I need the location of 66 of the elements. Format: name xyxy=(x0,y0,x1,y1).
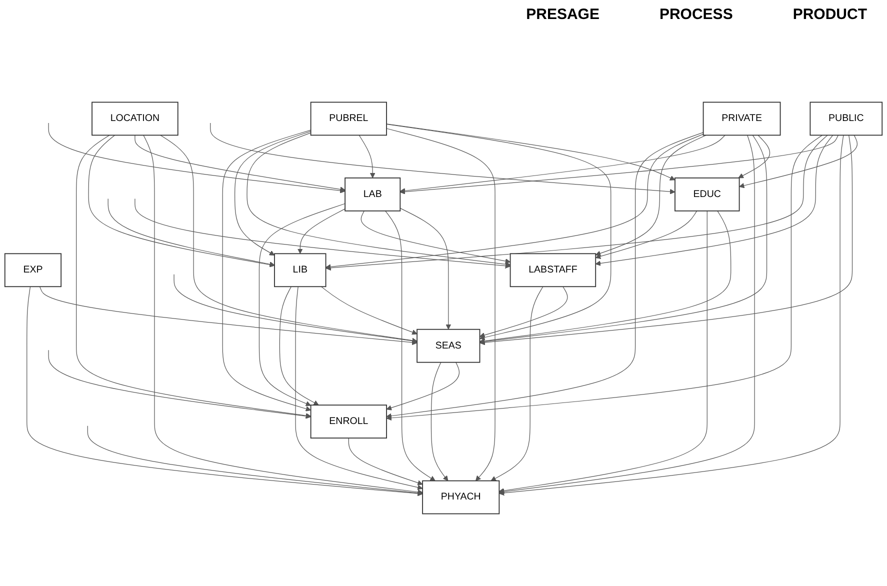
arrow xyxy=(320,286,418,335)
arrow xyxy=(360,210,511,264)
arrow xyxy=(326,134,828,271)
arrow xyxy=(400,134,838,194)
arrow xyxy=(210,122,676,194)
arrow xyxy=(246,132,511,267)
arrow xyxy=(48,122,346,194)
node-box: LABSTAFF xyxy=(510,253,596,288)
stage-heading: PRODUCT xyxy=(792,6,867,23)
arrow xyxy=(430,362,448,482)
arrow xyxy=(297,208,346,254)
node-box: LOCATION xyxy=(92,102,178,136)
arrow xyxy=(595,134,834,266)
arrow xyxy=(326,134,704,270)
node-box: LIB xyxy=(274,253,326,288)
arrow xyxy=(39,286,418,346)
arrow xyxy=(134,134,346,192)
arrow xyxy=(258,203,346,406)
arrow xyxy=(386,124,676,180)
arrow xyxy=(26,286,423,496)
arrow xyxy=(88,134,275,268)
arrow xyxy=(87,426,423,496)
arrow xyxy=(108,198,275,267)
node-box: EDUC xyxy=(674,177,740,212)
arrow xyxy=(160,134,418,344)
arrow xyxy=(348,438,423,486)
arrow xyxy=(222,130,312,412)
node-box: LAB xyxy=(344,177,401,212)
arrow xyxy=(480,210,732,344)
node-box: EXP xyxy=(4,253,62,288)
arrow xyxy=(143,134,423,495)
arrow xyxy=(386,128,496,482)
node-box: PUBREL xyxy=(310,102,387,136)
node-box: ENROLL xyxy=(310,404,387,439)
arrow xyxy=(480,134,853,346)
node-box: PRIVATE xyxy=(702,102,781,136)
arrow xyxy=(174,274,418,344)
arrow xyxy=(400,134,726,194)
arrow xyxy=(400,208,452,330)
node-box: SEAS xyxy=(416,328,480,363)
arrow xyxy=(295,286,423,490)
arrow xyxy=(480,286,568,338)
arrow xyxy=(498,134,755,494)
node-box: PUBLIC xyxy=(810,102,883,136)
arrow xyxy=(48,350,312,419)
arrow xyxy=(386,362,460,410)
arrow xyxy=(739,134,858,188)
arrow xyxy=(595,210,698,259)
arrow xyxy=(738,134,770,178)
arrow xyxy=(385,210,436,482)
arrow xyxy=(498,210,708,494)
stage-heading: PRESAGE xyxy=(526,6,600,23)
stage-heading: PROCESS xyxy=(659,6,733,23)
arrow xyxy=(595,134,706,256)
arrow xyxy=(358,134,376,178)
arrow xyxy=(234,131,312,256)
arrow xyxy=(386,124,612,340)
arrow xyxy=(279,286,319,406)
arrow xyxy=(490,286,544,482)
arrow xyxy=(76,134,312,418)
node-box: PHYACH xyxy=(422,480,500,514)
arrow xyxy=(386,134,823,421)
arrow xyxy=(386,132,704,419)
arrow xyxy=(134,198,511,269)
arrow xyxy=(480,134,768,344)
arrow xyxy=(498,134,844,496)
